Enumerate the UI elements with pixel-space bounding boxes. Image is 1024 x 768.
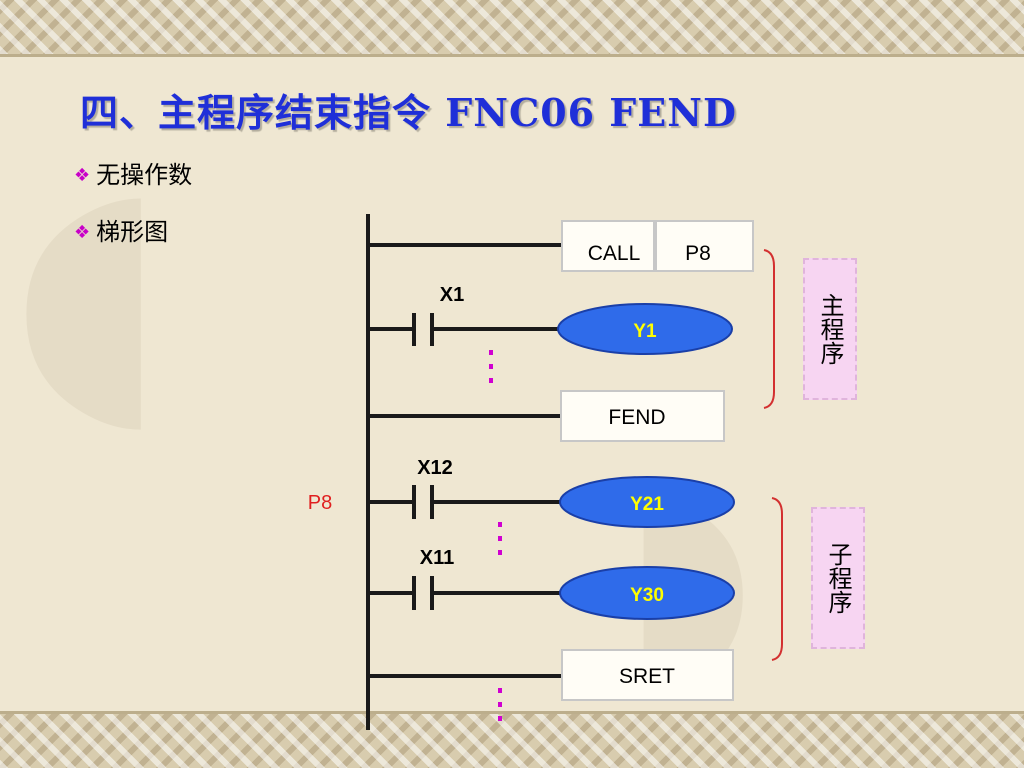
diamond-cluster-icon: ❖: [74, 222, 91, 243]
pointer-p8-label: P8: [308, 492, 332, 514]
bullet-item-1: ❖无操作数: [74, 155, 192, 190]
main-program-label: 主程序: [803, 258, 857, 400]
call-operand-box: [655, 220, 754, 272]
coil-y30: [559, 566, 735, 620]
subroutine-label: 子程序: [811, 507, 865, 649]
coil-y1-label: Y1: [633, 321, 657, 342]
slide-title: 四、主程序结束指令 FNC06 FEND: [80, 90, 737, 135]
coil-y1: [557, 303, 733, 355]
fend-instruction-box: [560, 390, 725, 442]
call-instruction-box: [561, 220, 655, 272]
coil-y21: [559, 476, 735, 528]
bullet-item-2: ❖梯形图: [74, 212, 168, 247]
top-border-edge: [0, 54, 1024, 57]
continuation-dots-sub-2: [498, 688, 502, 721]
subroutine-bracket: [771, 497, 783, 661]
contact-x12-label: X12: [417, 457, 453, 479]
continuation-dots-sub-1: [498, 522, 502, 555]
continuation-dots-main: [489, 350, 493, 383]
bottom-border-edge: [0, 711, 1024, 714]
call-label: CALL: [588, 242, 641, 265]
call-operand-label: P8: [685, 242, 711, 265]
contact-x1-label: X1: [440, 284, 464, 306]
sret-label: SRET: [619, 665, 675, 688]
coil-y21-label: Y21: [630, 494, 664, 515]
main-program-bracket: [763, 249, 775, 409]
bullet-text-1: 无操作数: [96, 161, 193, 189]
coil-y30-label: Y30: [630, 585, 664, 606]
decorative-top-border: [0, 0, 1024, 54]
sret-instruction-box: [561, 649, 734, 701]
contact-x11-label: X11: [420, 547, 454, 569]
bullet-text-2: 梯形图: [96, 218, 169, 246]
decorative-bottom-border: [0, 714, 1024, 768]
fend-label: FEND: [608, 406, 665, 429]
diamond-cluster-icon: ❖: [74, 165, 91, 186]
